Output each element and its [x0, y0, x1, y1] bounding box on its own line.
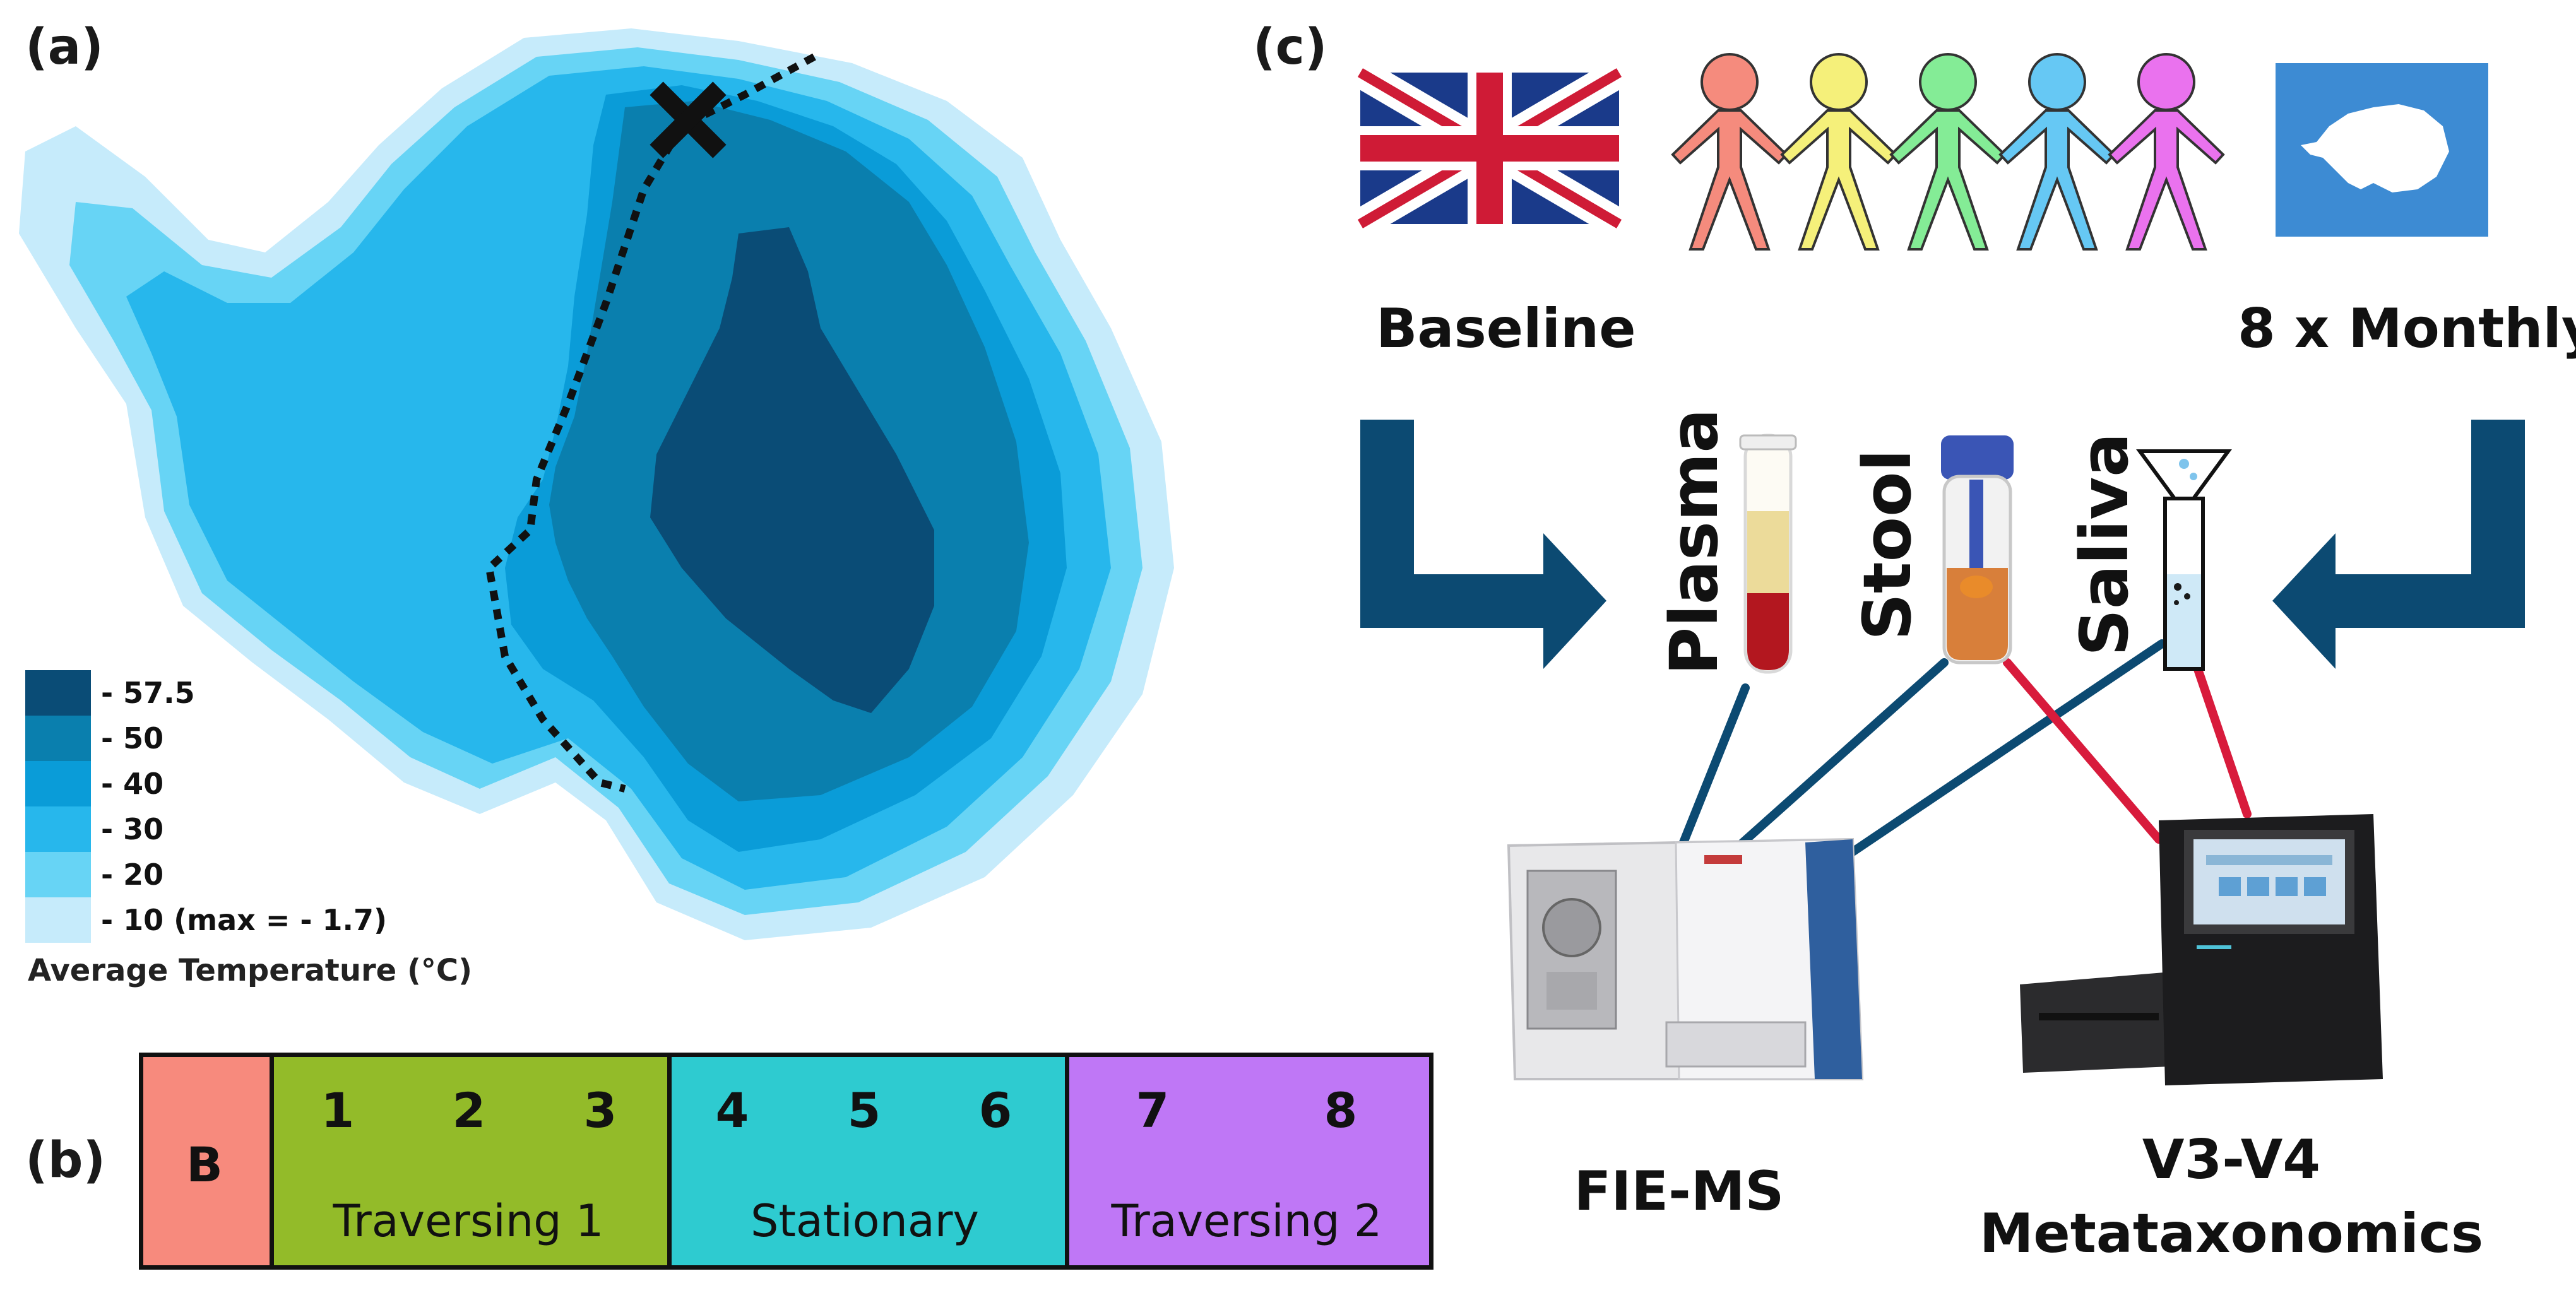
- panel-label-c: (c): [1253, 19, 1327, 76]
- legend-swatch-50: [25, 716, 91, 761]
- legend-label-40: - 40: [101, 767, 164, 801]
- method-label-v3-v4: V3-V4: [2142, 1128, 2321, 1191]
- saliva-fiems-link: [1848, 639, 2166, 856]
- plasma-fiems-link: [1678, 683, 1750, 850]
- traverse-route: [485, 53, 816, 793]
- antarctica-map: [19, 28, 1174, 940]
- saliva-metatax-link: [2189, 652, 2252, 818]
- timeline-month-2: 2: [452, 1082, 486, 1138]
- legend-swatch-30: [25, 806, 91, 852]
- timeline-stationary: [667, 1053, 1069, 1270]
- panel-label-b: (b): [25, 1132, 106, 1189]
- legend-swatch-20: [25, 852, 91, 897]
- method-label-metataxonomics: Metataxonomics: [1979, 1202, 2484, 1265]
- antarctica-flag-icon: [2276, 63, 2488, 237]
- legend-label-10: - 10 (max = - 1.7): [101, 903, 387, 937]
- timeline-baseline-label: B: [186, 1137, 223, 1193]
- uk-flag-icon: [1352, 59, 1627, 237]
- person-icon: [1889, 53, 2007, 251]
- timeline-month-3: 3: [583, 1082, 617, 1138]
- sequencer-instrument: [2020, 814, 2383, 1085]
- baseline-label: Baseline: [1376, 297, 1636, 360]
- timeline-baseline: [139, 1053, 274, 1270]
- fie-ms-instrument: [1507, 837, 1864, 1080]
- timeline-month-5: 5: [847, 1082, 881, 1138]
- saliva-tube-icon: [2136, 449, 2232, 671]
- timeline-phase-traversing-1: Traversing 1: [333, 1195, 604, 1247]
- panel-label-a: (a): [25, 19, 104, 76]
- sample-label-saliva: Saliva: [2066, 432, 2143, 656]
- person-icon: [1780, 53, 1897, 251]
- timeline-phase-stationary: Stationary: [751, 1195, 979, 1247]
- legend-label-20: - 20: [101, 858, 164, 892]
- timeline-month-7: 7: [1136, 1082, 1170, 1138]
- stool-tube-icon: [1941, 435, 2014, 664]
- legend-swatch-10: [25, 897, 91, 943]
- legend-swatch-40: [25, 761, 91, 806]
- person-icon: [1671, 53, 1788, 251]
- monthly-arrow-icon: [2272, 420, 2525, 669]
- monthly-label: 8 x Monthly: [2238, 297, 2576, 360]
- sample-label-stool: Stool: [1849, 449, 1926, 641]
- legend-swatch-57-5: [25, 670, 91, 716]
- person-icon: [2108, 53, 2225, 251]
- timeline-month-6: 6: [978, 1082, 1012, 1138]
- sample-method-links: [1678, 639, 2252, 856]
- plasma-tube-icon: [1739, 434, 1797, 674]
- map-zone-57-5: [650, 227, 934, 713]
- timeline-month-4: 4: [715, 1082, 749, 1138]
- stool-metatax-link: [2003, 658, 2163, 844]
- legend-label-30: - 30: [101, 812, 164, 846]
- method-label-fie-ms: FIE-MS: [1574, 1160, 1784, 1223]
- station-marker-icon: [650, 81, 727, 158]
- timeline-phase-traversing-2: Traversing 2: [1111, 1195, 1382, 1247]
- legend-label-57-5: - 57.5: [101, 676, 195, 710]
- timeline-month-1: 1: [321, 1082, 355, 1138]
- baseline-arrow-icon: [1360, 420, 1606, 669]
- legend-label-50: - 50: [101, 721, 164, 755]
- person-icon: [1998, 53, 2116, 251]
- timeline-month-8: 8: [1324, 1082, 1358, 1138]
- legend-title: Average Temperature (°C): [28, 953, 473, 988]
- timeline-traversing-2: [1065, 1053, 1433, 1270]
- participants-group: [1671, 53, 2225, 251]
- timeline-traversing-1: [270, 1053, 672, 1270]
- sample-label-plasma: Plasma: [1656, 408, 1733, 676]
- stool-fiems-link: [1731, 658, 1949, 853]
